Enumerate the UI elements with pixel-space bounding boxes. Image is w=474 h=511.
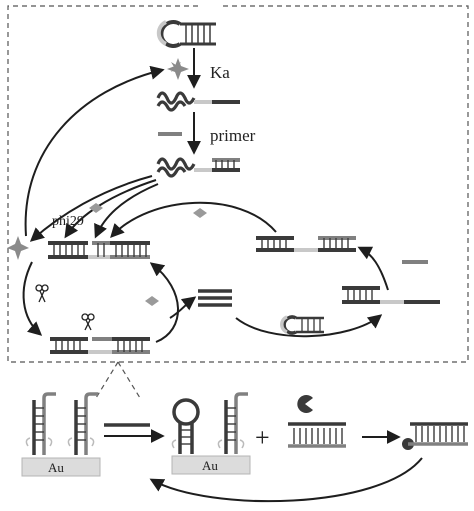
primer-label: primer (210, 126, 256, 145)
arrow-to-trigger (169, 296, 197, 319)
arrow-primer-binding (357, 246, 389, 291)
extended-duplex (48, 241, 150, 259)
arrow-target-recycle (24, 65, 165, 237)
gold-electrode-icon: Au (171, 455, 251, 475)
diamond-enzyme-icon (145, 296, 159, 306)
trigger-strands (198, 289, 232, 307)
arrow-phi29-b (94, 183, 159, 239)
plus-sign: + (255, 423, 270, 452)
arrow-cycle-up (149, 262, 179, 343)
hairpin-icon (156, 20, 216, 48)
hairpin-bound-duplex (342, 286, 440, 304)
primer-duplex-right (256, 236, 356, 252)
phi29-label: phi29 (52, 214, 84, 229)
star-target-icon (167, 58, 189, 80)
released-duplex (288, 422, 346, 448)
scissors-icon (35, 284, 49, 303)
diamond-enzyme-icon (89, 203, 103, 213)
pacman-exonuclease-icon (297, 395, 313, 413)
probe-duplex-left (25, 392, 56, 455)
aptamer-target-complex (156, 91, 240, 112)
zoom-connector-left (95, 361, 119, 399)
ka-label: Ka (210, 63, 230, 82)
probe-duplex-right (217, 392, 248, 454)
arrow-trigger-recycle (149, 457, 423, 503)
primer-bound-complex (156, 157, 240, 178)
digested-product (402, 422, 468, 450)
diamond-enzyme-icon (193, 208, 207, 218)
probe-duplex-left-2 (67, 392, 98, 455)
arrow-hairpin-open (235, 314, 383, 338)
scissors-icon (81, 313, 95, 331)
au-left-label: Au (48, 460, 64, 475)
nicked-duplex (50, 337, 150, 354)
arrow-reinitiate (110, 201, 277, 239)
hairpin-icon (280, 315, 324, 335)
au-right-label: Au (202, 458, 218, 473)
star-target-icon (7, 236, 29, 260)
arrow-nicking (22, 261, 43, 336)
gold-electrode-icon: Au (21, 457, 101, 477)
hairpin-probe-on-electrode (171, 398, 200, 454)
arrow-release-target (29, 175, 153, 242)
dashed-frame (7, 5, 469, 363)
zoom-connector-right (117, 361, 141, 399)
